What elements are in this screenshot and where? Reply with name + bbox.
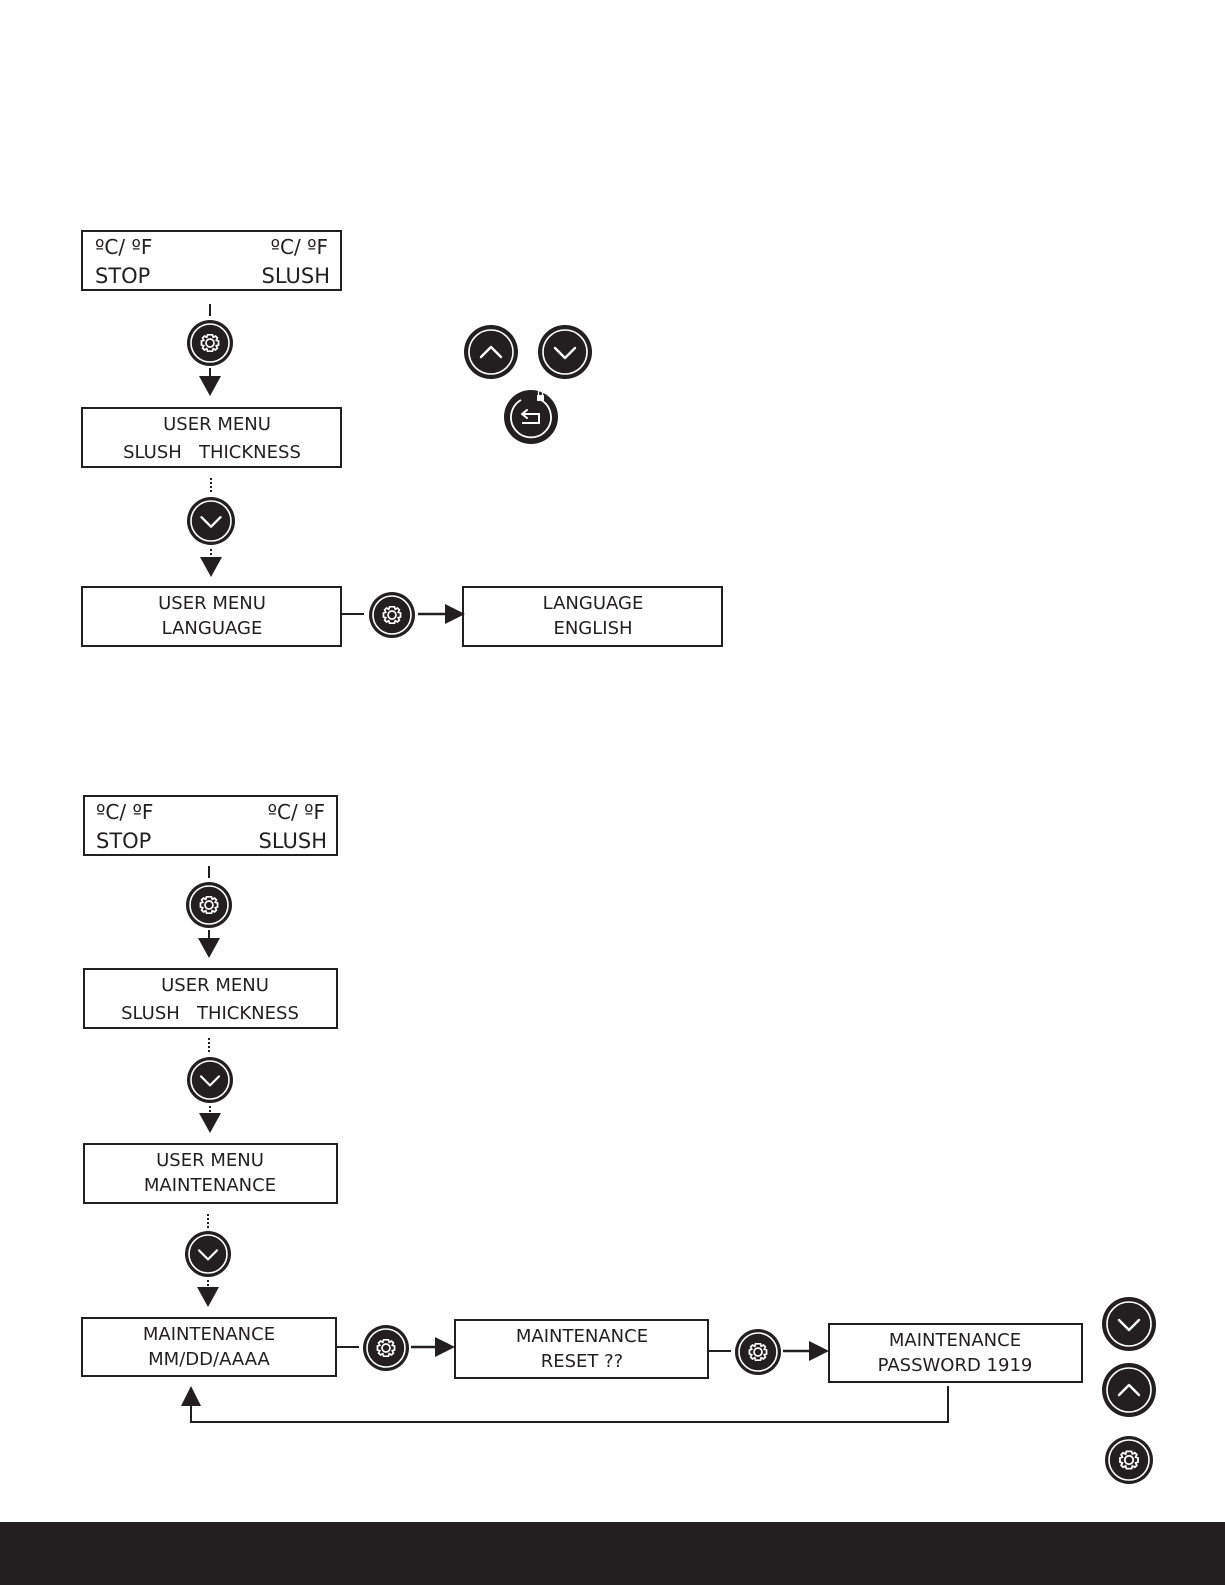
- s2-maintenance-password-line2: PASSWORD 1919: [878, 1355, 1033, 1376]
- s1-display-bottom-right: SLUSH: [262, 264, 330, 288]
- s2-arrow-down-1: [198, 938, 220, 958]
- chevron-down-icon[interactable]: [538, 325, 592, 379]
- s2-menu-maintenance-line1: USER MENU: [156, 1150, 264, 1171]
- s2-menu-slush-thickness: USER MENU SLUSH THICKNESS: [84, 969, 337, 1028]
- s2-menu-maintenance-line2: MAINTENANCE: [144, 1175, 276, 1196]
- s2-menu-slush-line1: USER MENU: [161, 975, 269, 996]
- gear-icon[interactable]: [186, 882, 232, 928]
- s2-arrow-right-1: [435, 1337, 455, 1357]
- s2-display-bottom-left: STOP: [96, 829, 151, 853]
- s1-display-bottom-left: STOP: [95, 264, 150, 288]
- gear-icon[interactable]: [187, 320, 233, 366]
- chevron-down-icon[interactable]: [187, 497, 235, 545]
- s1-menu-language-line2: LANGUAGE: [162, 618, 263, 639]
- gear-icon[interactable]: [1105, 1436, 1153, 1484]
- s2-arrow-down-2: [199, 1113, 221, 1133]
- s1-language-value-line1: LANGUAGE: [543, 593, 644, 614]
- s2-display-bottom-right: SLUSH: [259, 829, 327, 853]
- s2-menu-slush-line2: SLUSH THICKNESS: [121, 1003, 299, 1024]
- s2-return-loop: [191, 1386, 948, 1422]
- s2-maintenance-date-line2: MM/DD/AAAA: [148, 1349, 270, 1370]
- s1-menu-language: USER MENU LANGUAGE: [82, 587, 341, 646]
- s2-maintenance-date: MAINTENANCE MM/DD/AAAA: [82, 1318, 336, 1376]
- s2-maintenance-reset-line1: MAINTENANCE: [516, 1326, 648, 1347]
- s2-arrow-right-2: [809, 1341, 829, 1361]
- chevron-down-icon[interactable]: [1102, 1297, 1156, 1351]
- s1-arrow-down-1: [199, 376, 221, 396]
- s2-maintenance-password-line1: MAINTENANCE: [889, 1330, 1021, 1351]
- gear-icon[interactable]: [369, 592, 415, 638]
- s2-display-start: ºC/ ºF ºC/ ºF STOP SLUSH: [84, 796, 337, 855]
- chevron-up-icon[interactable]: [1102, 1363, 1156, 1417]
- s1-arrow-down-2: [200, 557, 222, 577]
- back-lock-icon[interactable]: [504, 390, 558, 444]
- gear-icon[interactable]: [735, 1329, 781, 1375]
- chevron-down-icon[interactable]: [187, 1057, 233, 1103]
- s1-menu-slush-thickness: USER MENU SLUSH THICKNESS: [82, 408, 341, 467]
- s2-maintenance-password: MAINTENANCE PASSWORD 1919: [829, 1324, 1082, 1382]
- s1-language-value-line2: ENGLISH: [553, 618, 632, 639]
- chevron-down-icon[interactable]: [185, 1231, 231, 1277]
- gear-icon[interactable]: [363, 1325, 409, 1371]
- s2-arrow-up: [181, 1386, 201, 1406]
- s1-menu-slush-line1: USER MENU: [163, 414, 271, 435]
- s1-menu-slush-line2: SLUSH THICKNESS: [123, 442, 301, 463]
- s2-display-top-right: ºC/ ºF: [268, 800, 325, 824]
- s2-display-top-left: ºC/ ºF: [96, 800, 153, 824]
- s1-menu-language-line1: USER MENU: [158, 593, 266, 614]
- s1-language-value: LANGUAGE ENGLISH: [463, 587, 722, 646]
- s2-arrow-down-3: [197, 1287, 219, 1307]
- s2-maintenance-reset-line2: RESET ??: [541, 1351, 624, 1372]
- s1-display-top-right: ºC/ ºF: [271, 235, 328, 259]
- chevron-up-icon[interactable]: [464, 325, 518, 379]
- s2-maintenance-reset: MAINTENANCE RESET ??: [455, 1320, 708, 1378]
- s2-maintenance-date-line1: MAINTENANCE: [143, 1324, 275, 1345]
- s2-menu-maintenance: USER MENU MAINTENANCE: [84, 1144, 337, 1203]
- s1-display-top-left: ºC/ ºF: [95, 235, 152, 259]
- s1-display-start: ºC/ ºF ºC/ ºF STOP SLUSH: [82, 231, 341, 290]
- footer-bar: [0, 1522, 1225, 1585]
